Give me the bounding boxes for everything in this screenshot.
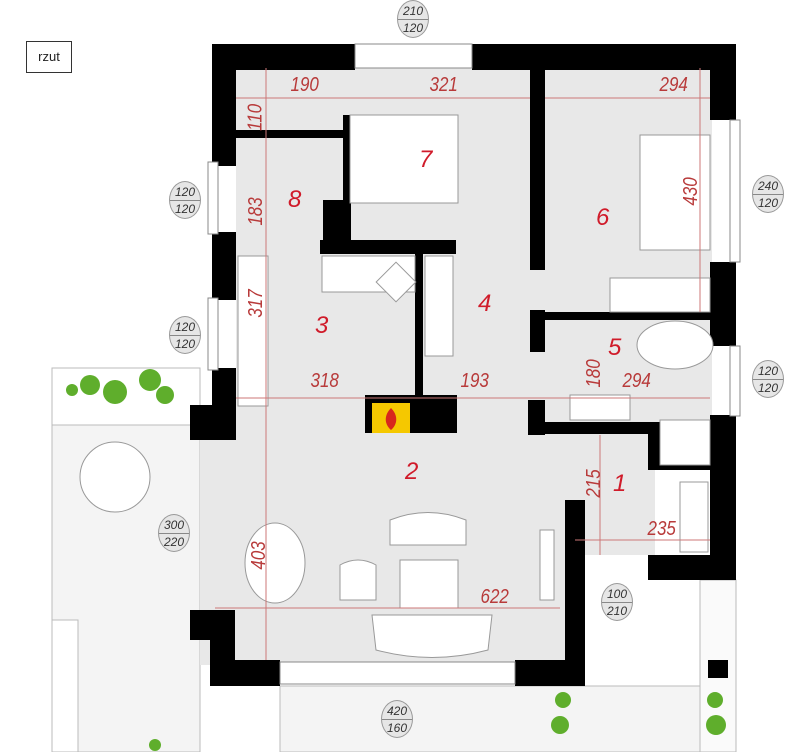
plan-view-label: rzut: [26, 41, 72, 73]
cabinet: [609, 277, 711, 313]
dimension-622: 622: [480, 586, 509, 608]
opening-width: 420: [382, 703, 412, 720]
opening-height: 120: [757, 380, 779, 395]
wardrobe-hall: [679, 481, 709, 553]
armchair: [389, 512, 467, 546]
wardrobe: [424, 255, 454, 357]
room-number-4: 4: [478, 290, 492, 317]
dimension-235: 235: [647, 518, 676, 540]
bathroom-vanity: [639, 134, 711, 251]
dimension-321: 321: [429, 74, 458, 96]
opening-height: 120: [757, 195, 779, 210]
cooktop: [375, 261, 417, 303]
dimension-430: 430: [680, 177, 703, 206]
dimension-190: 190: [290, 74, 319, 96]
dimension-lines: [215, 68, 710, 660]
opening-height: 220: [163, 534, 185, 549]
shower: [659, 419, 711, 466]
bathtub: [636, 320, 714, 370]
room-number-5: 5: [608, 334, 622, 361]
dimension-403: 403: [248, 541, 271, 570]
room-number-8: 8: [288, 186, 302, 213]
room-number-3: 3: [315, 312, 329, 339]
flame-icon: [385, 408, 397, 430]
opening-width: 210: [398, 3, 428, 20]
sofa: [371, 614, 493, 658]
dimension-318: 318: [310, 370, 339, 392]
dimension-294-top: 294: [659, 74, 688, 96]
opening-height: 160: [386, 720, 408, 735]
opening-width: 100: [602, 586, 632, 603]
opening-height: 120: [402, 20, 424, 35]
windows: [207, 43, 741, 685]
dimension-294-mid: 294: [622, 370, 651, 392]
opening-height: 120: [174, 201, 196, 216]
furniture: [79, 114, 714, 658]
dimension-183: 183: [245, 197, 268, 226]
opening-width: 120: [753, 363, 783, 380]
dining-table: [244, 522, 306, 604]
tv-stand: [539, 529, 555, 601]
room-number-1: 1: [613, 470, 627, 497]
bed: [349, 114, 459, 204]
coffee-table: [399, 559, 459, 609]
sink: [569, 394, 631, 421]
terrace: [51, 367, 737, 752]
room-number-2: 2: [405, 458, 419, 485]
plants: [66, 369, 726, 751]
opening-width: 120: [170, 319, 200, 336]
opening-width: 240: [753, 178, 783, 195]
dimension-110: 110: [244, 103, 267, 132]
opening-width: 300: [159, 517, 189, 534]
room-number-7: 7: [419, 146, 433, 173]
dimension-193: 193: [460, 370, 489, 392]
kitchen-worktop: [237, 255, 269, 407]
dimension-317: 317: [245, 289, 268, 318]
chair: [339, 559, 377, 601]
opening-height: 210: [606, 603, 628, 618]
floor-area: [200, 68, 712, 665]
opening-height: 120: [174, 336, 196, 351]
room-number-6: 6: [596, 204, 610, 231]
dimension-215: 215: [583, 469, 606, 498]
terrace-table: [79, 441, 151, 513]
dimension-180: 180: [583, 359, 606, 388]
opening-width: 120: [170, 184, 200, 201]
